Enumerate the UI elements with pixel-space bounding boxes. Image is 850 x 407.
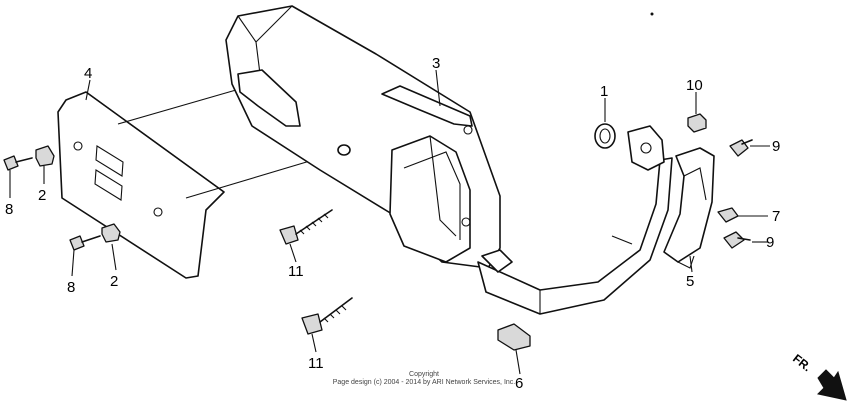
bolt-11-upper	[279, 209, 333, 245]
muffler-part	[225, 5, 501, 269]
callout-9-lower: 9	[766, 234, 774, 251]
copyright-notice: Copyright Page design (c) 2004 - 2014 by…	[333, 371, 516, 386]
callout-6: 6	[515, 375, 523, 392]
front-direction-indicator: FR.	[790, 351, 847, 401]
bolt-9-upper	[729, 139, 753, 157]
front-arrow-icon	[816, 369, 847, 401]
callout-8-lower: 8	[67, 279, 75, 296]
callout-9-upper: 9	[772, 138, 780, 155]
rubber-collar-2-upper	[35, 145, 55, 167]
bolt-11-lower	[301, 297, 353, 335]
callout-labels: 4 2 8 2 8 3 1 10 9 7 9 5 11 11 6	[5, 55, 780, 392]
callout-2-upper: 2	[38, 187, 46, 204]
clip-nut-6	[497, 323, 531, 351]
callout-4: 4	[84, 65, 92, 82]
rubber-collar-2-lower	[101, 223, 121, 243]
flange-nut-10	[687, 113, 707, 133]
callout-7: 7	[772, 208, 780, 225]
callout-5: 5	[686, 273, 694, 290]
pipe-protector-part	[663, 147, 715, 269]
copyright-line-2: Page design (c) 2004 - 2014 by ARI Netwo…	[333, 379, 516, 386]
muffler-protector-part	[57, 91, 225, 279]
callout-11-lower: 11	[308, 355, 324, 372]
callout-8-upper: 8	[5, 201, 13, 218]
callout-2-lower: 2	[110, 273, 118, 290]
leader-lines	[9, 69, 770, 375]
callout-11-upper: 11	[288, 263, 304, 280]
bolt-9-lower	[723, 231, 751, 249]
exhaust-pipe-part	[477, 125, 673, 315]
callout-3: 3	[432, 55, 440, 72]
front-label: FR.	[790, 351, 814, 374]
callout-1: 1	[600, 83, 608, 100]
speck	[650, 12, 654, 16]
copyright-line-1: Copyright	[409, 371, 439, 378]
bolt-7	[717, 207, 739, 223]
callout-10: 10	[686, 77, 703, 94]
bolt-8-upper	[3, 155, 33, 171]
gasket-part	[594, 123, 616, 149]
bolt-8-lower	[69, 235, 101, 251]
